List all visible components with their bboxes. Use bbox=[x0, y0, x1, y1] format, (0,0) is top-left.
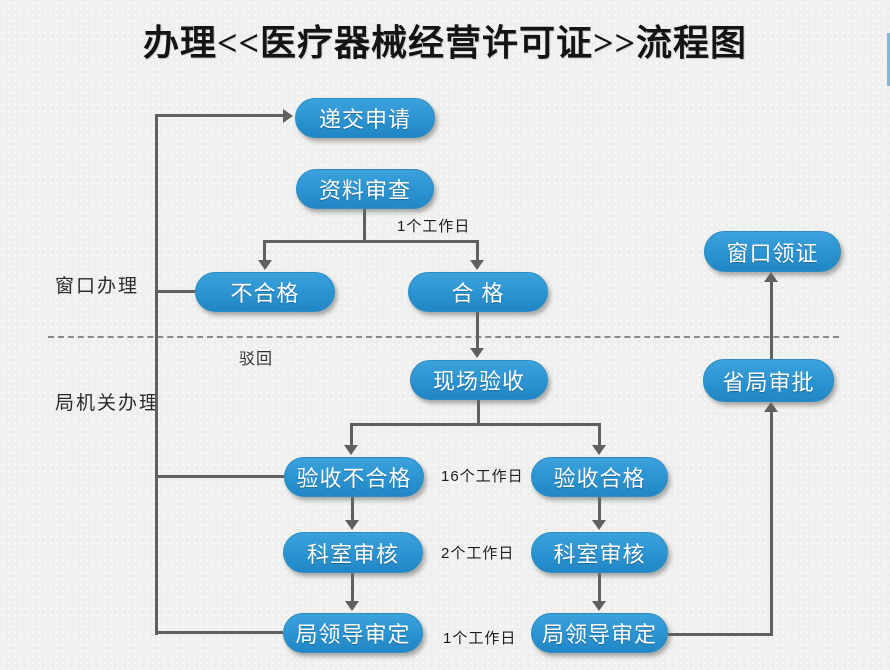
connector-fail-to-feedback bbox=[157, 290, 197, 293]
arrowhead-down-icon bbox=[345, 601, 359, 611]
arrowhead-down-icon bbox=[592, 445, 606, 455]
node-window-certificate: 窗口领证 bbox=[704, 231, 841, 272]
duration-label-dept: 2个工作日 bbox=[441, 545, 515, 562]
arrowhead-down-icon bbox=[592, 601, 606, 611]
lane-divider-dashed-line bbox=[48, 336, 839, 338]
arrowhead-down-icon bbox=[258, 260, 272, 270]
connector-onsite-down bbox=[477, 400, 480, 425]
arrowhead-down-icon bbox=[344, 445, 358, 455]
node-inspection-fail: 验收不合格 bbox=[284, 457, 424, 497]
arrowhead-right-icon bbox=[283, 109, 293, 123]
node-leader-approval-left: 局领导审定 bbox=[283, 613, 423, 653]
arrowhead-down-icon bbox=[592, 520, 606, 530]
connector-to-pass bbox=[476, 240, 479, 262]
duration-label-doc-review: 1个工作日 bbox=[397, 218, 471, 235]
connector-to-fail bbox=[263, 240, 266, 262]
connector-province-to-cert bbox=[770, 280, 773, 359]
right-edge-accent bbox=[887, 33, 890, 86]
connector-resubmit bbox=[155, 114, 285, 117]
node-qualified: 合 格 bbox=[408, 272, 548, 312]
page-title: 办理<<医疗器械经营许可证>>流程图 bbox=[142, 23, 748, 63]
node-leader-approval-right: 局领导审定 bbox=[531, 613, 668, 653]
lane-label-window: 窗口办理 bbox=[55, 276, 140, 297]
connector-dept-to-leader-right bbox=[598, 573, 601, 602]
connector-branch2 bbox=[350, 423, 601, 426]
duration-label-leader: 1个工作日 bbox=[443, 630, 517, 647]
connector-dept-to-leader-left bbox=[351, 573, 354, 602]
lane-label-bureau: 局机关办理 bbox=[55, 393, 161, 414]
duration-label-inspection: 16个工作日 bbox=[441, 468, 524, 485]
reject-label: 驳回 bbox=[239, 351, 274, 368]
node-document-review: 资料审查 bbox=[296, 169, 434, 209]
connector-branch1 bbox=[263, 240, 479, 243]
arrowhead-down-icon bbox=[345, 520, 359, 530]
connector-feedback-vertical bbox=[155, 114, 158, 635]
node-submit-application: 递交申请 bbox=[295, 98, 435, 138]
connector-to-inspect-fail bbox=[350, 423, 353, 446]
arrowhead-down-icon bbox=[470, 260, 484, 270]
connector-leaderleft-to-feedback bbox=[157, 631, 283, 634]
node-department-review-right: 科室审核 bbox=[531, 532, 668, 573]
arrowhead-up-icon bbox=[764, 272, 778, 282]
node-onsite-inspection: 现场验收 bbox=[410, 360, 548, 400]
connector-leaderright-right bbox=[668, 633, 773, 636]
connector-inspectfail-to-dept bbox=[351, 497, 354, 521]
connector-leaderright-to-province bbox=[770, 410, 773, 636]
node-department-review-left: 科室审核 bbox=[283, 532, 423, 573]
node-inspection-pass: 验收合格 bbox=[531, 457, 668, 497]
connector-pass-to-onsite bbox=[476, 312, 479, 349]
connector-to-inspect-pass bbox=[598, 423, 601, 446]
node-unqualified: 不合格 bbox=[195, 272, 335, 312]
arrowhead-up-icon bbox=[764, 402, 778, 412]
connector-inspectpass-to-dept bbox=[598, 497, 601, 521]
connector-docreview-down bbox=[363, 208, 366, 243]
arrowhead-down-icon bbox=[470, 348, 484, 358]
node-province-approval: 省局审批 bbox=[703, 359, 834, 402]
connector-inspectfail-to-feedback bbox=[157, 475, 285, 478]
